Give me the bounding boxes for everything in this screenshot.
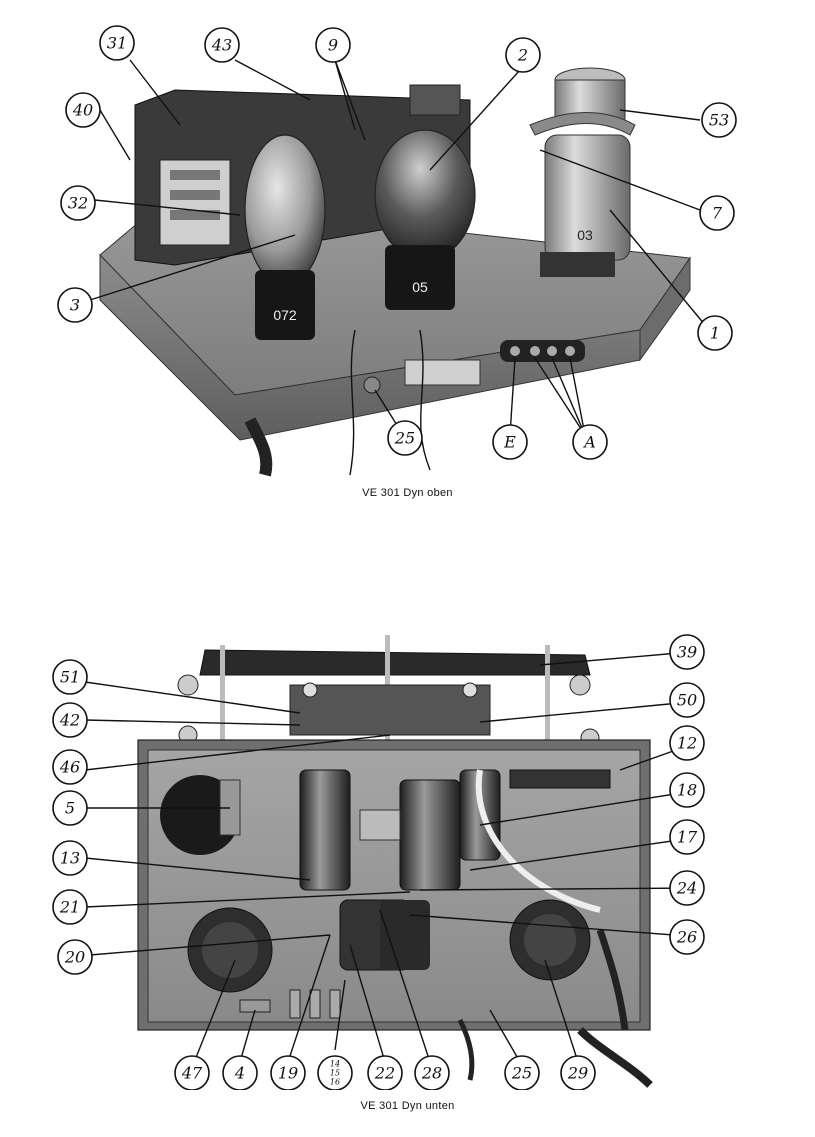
callout-3: 3 <box>57 287 93 323</box>
tube-label-right: 03 <box>577 227 593 243</box>
callout-7: 7 <box>699 195 735 231</box>
callout-14-15-16: 14 15 16 <box>317 1055 353 1090</box>
callout-29: 29 <box>560 1055 596 1090</box>
callout-13: 13 <box>52 840 88 876</box>
svg-text:39: 39 <box>677 643 697 662</box>
top-figure: 072 05 03 <box>0 0 815 480</box>
callout-40: 40 <box>65 92 101 128</box>
svg-text:42: 42 <box>59 711 80 730</box>
callout-A: A <box>572 424 608 460</box>
svg-text:18: 18 <box>677 781 697 800</box>
callout-42: 42 <box>52 702 88 738</box>
bottom-caption: VE 301 Dyn unten <box>360 1100 455 1112</box>
callout-53: 53 <box>701 102 737 138</box>
svg-text:40: 40 <box>72 101 93 120</box>
svg-text:26: 26 <box>676 928 697 947</box>
svg-text:46: 46 <box>59 758 80 777</box>
callout-19: 19 <box>270 1055 306 1090</box>
bottom-chassis-photo: 51 39 42 50 46 12 5 18 13 17 21 24 20 26… <box>52 634 705 1090</box>
callout-18: 18 <box>669 772 705 808</box>
svg-text:A: A <box>582 433 596 452</box>
tube-label-middle: 05 <box>412 279 428 295</box>
svg-text:29: 29 <box>567 1064 588 1083</box>
callout-28: 28 <box>414 1055 450 1090</box>
callout-26: 26 <box>669 919 705 955</box>
svg-text:20: 20 <box>64 948 85 967</box>
svg-text:19: 19 <box>278 1064 298 1083</box>
svg-text:51: 51 <box>60 668 80 687</box>
callout-46: 46 <box>52 749 88 785</box>
svg-text:14: 14 <box>330 1060 340 1069</box>
svg-text:7: 7 <box>712 204 723 223</box>
callout-21: 21 <box>52 889 88 925</box>
callout-32: 32 <box>60 185 96 221</box>
callout-47: 47 <box>174 1055 210 1090</box>
bottom-figure: 51 39 42 50 46 12 5 18 13 17 21 24 20 26… <box>0 630 815 1090</box>
callout-39: 39 <box>669 634 705 670</box>
svg-text:17: 17 <box>677 828 698 847</box>
callout-2: 2 <box>505 37 541 73</box>
callout-20: 20 <box>57 939 93 975</box>
callout-12: 12 <box>669 725 705 761</box>
svg-text:25: 25 <box>394 429 415 448</box>
svg-text:1: 1 <box>710 324 720 343</box>
svg-text:3: 3 <box>70 296 80 315</box>
callout-22: 22 <box>367 1055 403 1090</box>
callout-50: 50 <box>669 682 705 718</box>
callout-E: E <box>492 424 528 460</box>
callout-25-bottom: 25 <box>504 1055 540 1090</box>
callout-25: 25 <box>387 420 423 456</box>
callout-17: 17 <box>669 819 705 855</box>
callout-43: 43 <box>204 27 240 63</box>
svg-text:9: 9 <box>328 36 338 55</box>
svg-text:25: 25 <box>511 1064 532 1083</box>
top-caption: VE 301 Dyn oben <box>362 487 453 499</box>
callout-51: 51 <box>52 659 88 695</box>
svg-text:43: 43 <box>211 36 232 55</box>
svg-text:13: 13 <box>60 849 80 868</box>
callout-1: 1 <box>697 315 733 351</box>
svg-text:24: 24 <box>676 879 697 898</box>
callout-9: 9 <box>315 27 351 63</box>
svg-text:12: 12 <box>677 734 697 753</box>
svg-text:47: 47 <box>181 1064 203 1083</box>
callout-24: 24 <box>669 870 705 906</box>
tube-label-left: 072 <box>273 307 297 323</box>
callout-31: 31 <box>99 25 135 61</box>
svg-text:15: 15 <box>330 1069 340 1078</box>
svg-text:28: 28 <box>421 1064 442 1083</box>
svg-text:5: 5 <box>65 799 75 818</box>
svg-text:21: 21 <box>59 898 80 917</box>
svg-text:2: 2 <box>517 46 528 65</box>
svg-text:50: 50 <box>677 691 697 710</box>
svg-text:53: 53 <box>709 111 729 130</box>
svg-text:4: 4 <box>234 1064 245 1083</box>
svg-text:22: 22 <box>374 1064 395 1083</box>
top-chassis-photo: 072 05 03 <box>57 25 737 477</box>
svg-text:E: E <box>503 433 516 452</box>
svg-text:16: 16 <box>330 1078 340 1087</box>
svg-text:32: 32 <box>68 194 88 213</box>
callout-5: 5 <box>52 790 88 826</box>
callout-4: 4 <box>222 1055 258 1090</box>
svg-text:31: 31 <box>107 34 127 53</box>
